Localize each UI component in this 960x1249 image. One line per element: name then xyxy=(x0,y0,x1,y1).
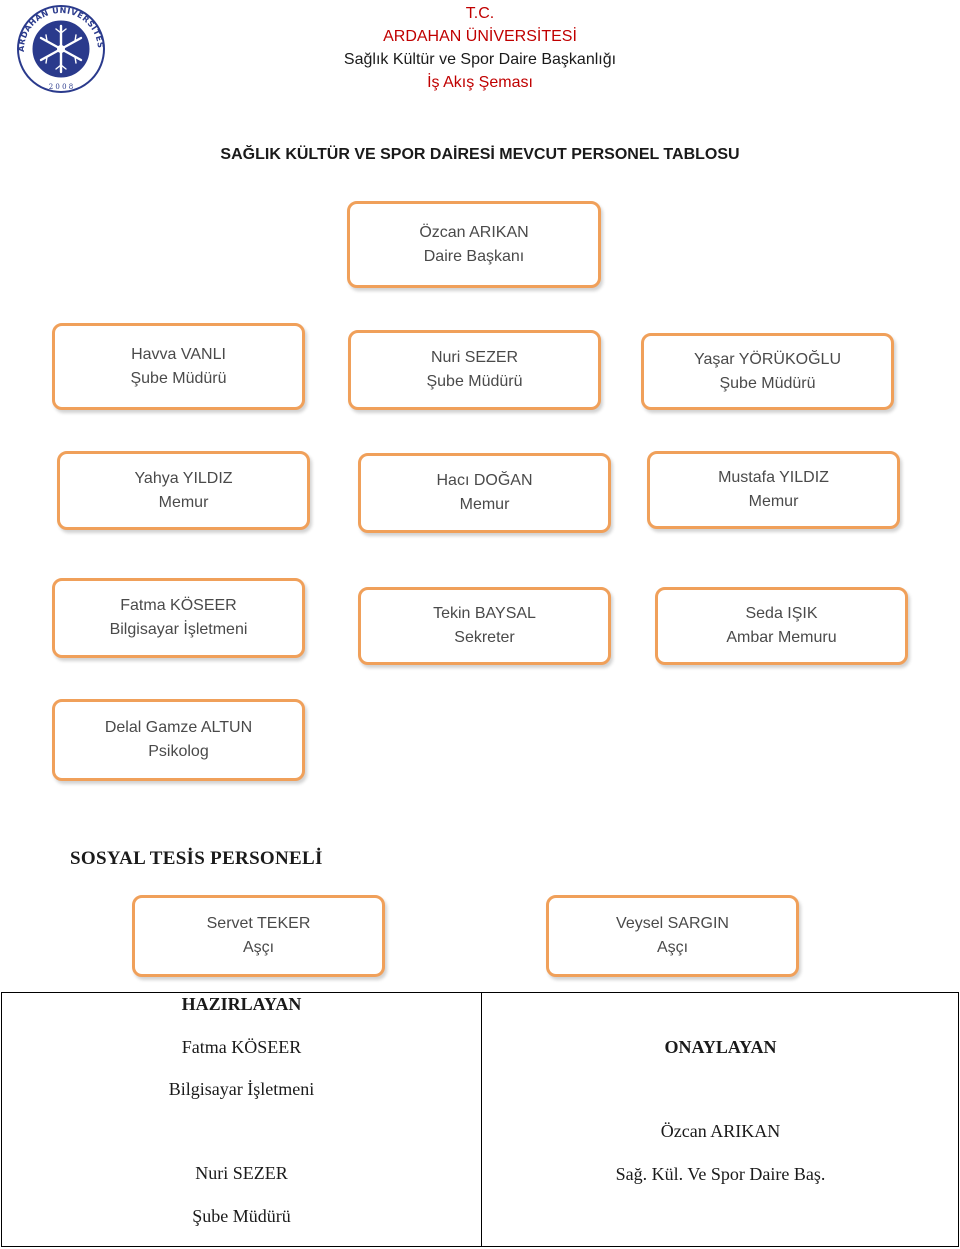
person-role: Memur xyxy=(158,493,209,511)
org-box: Delal Gamze ALTUN Psikolog xyxy=(52,699,305,781)
prepared-heading: HAZIRLAYAN xyxy=(181,994,302,1014)
person-name: Tekin BAYSAL xyxy=(433,605,536,622)
person-name: Havva VANLI xyxy=(131,345,226,363)
person-name: Servet TEKER xyxy=(206,915,311,932)
person-name: Veysel SARGIN xyxy=(616,915,729,932)
person-name: Yaşar YÖRÜKOĞLU xyxy=(693,350,841,368)
social-section-title: SOSYAL TESİS PERSONELİ xyxy=(70,848,323,869)
person-role: Aşçı xyxy=(656,939,689,956)
person-name: Özcan ARIKAN xyxy=(419,223,529,241)
prepared-title-2: Şube Müdürü xyxy=(192,1206,291,1226)
person-role: Aşçı xyxy=(242,939,275,956)
org-box: Mustafa YILDIZ Memur xyxy=(647,451,900,529)
person-role: Daire Başkanı xyxy=(423,247,525,265)
person-role: Şube Müdürü xyxy=(130,369,227,387)
person-role: Ambar Memuru xyxy=(726,629,837,646)
person-name: Mustafa YILDIZ xyxy=(718,469,829,486)
person-role: Memur xyxy=(459,496,510,513)
header-department: Sağlık Kültür ve Spor Daire Başkanlığı xyxy=(343,51,617,68)
person-role: Bilgisayar İşletmeni xyxy=(109,621,248,638)
org-box: Fatma KÖSEER Bilgisayar İşletmeni xyxy=(52,578,305,658)
document-title: SAĞLIK KÜLTÜR VE SPOR DAİRESİ MEVCUT PER… xyxy=(220,146,740,163)
org-box-head: Özcan ARIKAN Daire Başkanı xyxy=(347,201,601,288)
header-university: ARDAHAN ÜNİVERSİTESİ xyxy=(383,28,577,45)
person-name: Delal Gamze ALTUN xyxy=(104,719,253,736)
header-workflow: İş Akış Şeması xyxy=(427,74,533,91)
person-name: Hacı DOĞAN xyxy=(436,472,533,489)
table-divider xyxy=(481,993,482,1246)
org-box: Tekin BAYSAL Sekreter xyxy=(358,587,611,665)
org-box: Seda IŞIK Ambar Memuru xyxy=(655,587,908,665)
org-box: Nuri SEZER Şube Müdürü xyxy=(348,330,601,410)
svg-text:2 0 0 8: 2 0 0 8 xyxy=(49,83,74,91)
org-box: Havva VANLI Şube Müdürü xyxy=(52,323,305,410)
approved-name: Özcan ARIKAN xyxy=(660,1121,781,1141)
university-logo: ARDAHAN ÜNİVERSİTESİ 2 0 0 8 xyxy=(10,0,110,94)
org-box: Yaşar YÖRÜKOĞLU Şube Müdürü xyxy=(641,333,894,410)
person-name: Seda IŞIK xyxy=(745,605,818,622)
person-name: Nuri SEZER xyxy=(430,349,519,366)
prepared-title-1: Bilgisayar İşletmeni xyxy=(168,1079,315,1099)
signature-table: HAZIRLAYAN Fatma KÖSEER Bilgisayar İşlet… xyxy=(1,992,959,1247)
approved-heading: ONAYLAYAN xyxy=(664,1037,777,1057)
org-box: Yahya YILDIZ Memur xyxy=(57,451,310,530)
person-name: Yahya YILDIZ xyxy=(134,469,233,487)
person-role: Memur xyxy=(748,493,799,510)
org-box: Hacı DOĞAN Memur xyxy=(358,453,611,533)
approved-title: Sağ. Kül. Ve Spor Daire Baş. xyxy=(615,1164,826,1184)
org-box-social: Servet TEKER Aşçı xyxy=(132,895,385,977)
person-role: Şube Müdürü xyxy=(426,373,523,390)
person-role: Psikolog xyxy=(148,743,209,760)
prepared-name-1: Fatma KÖSEER xyxy=(181,1037,302,1057)
header-tc: T.C. xyxy=(465,5,495,22)
person-role: Sekreter xyxy=(454,629,515,646)
person-role: Şube Müdürü xyxy=(719,374,816,392)
prepared-name-2: Nuri SEZER xyxy=(195,1163,288,1183)
person-name: Fatma KÖSEER xyxy=(120,597,237,614)
org-box-social: Veysel SARGIN Aşçı xyxy=(546,895,799,977)
